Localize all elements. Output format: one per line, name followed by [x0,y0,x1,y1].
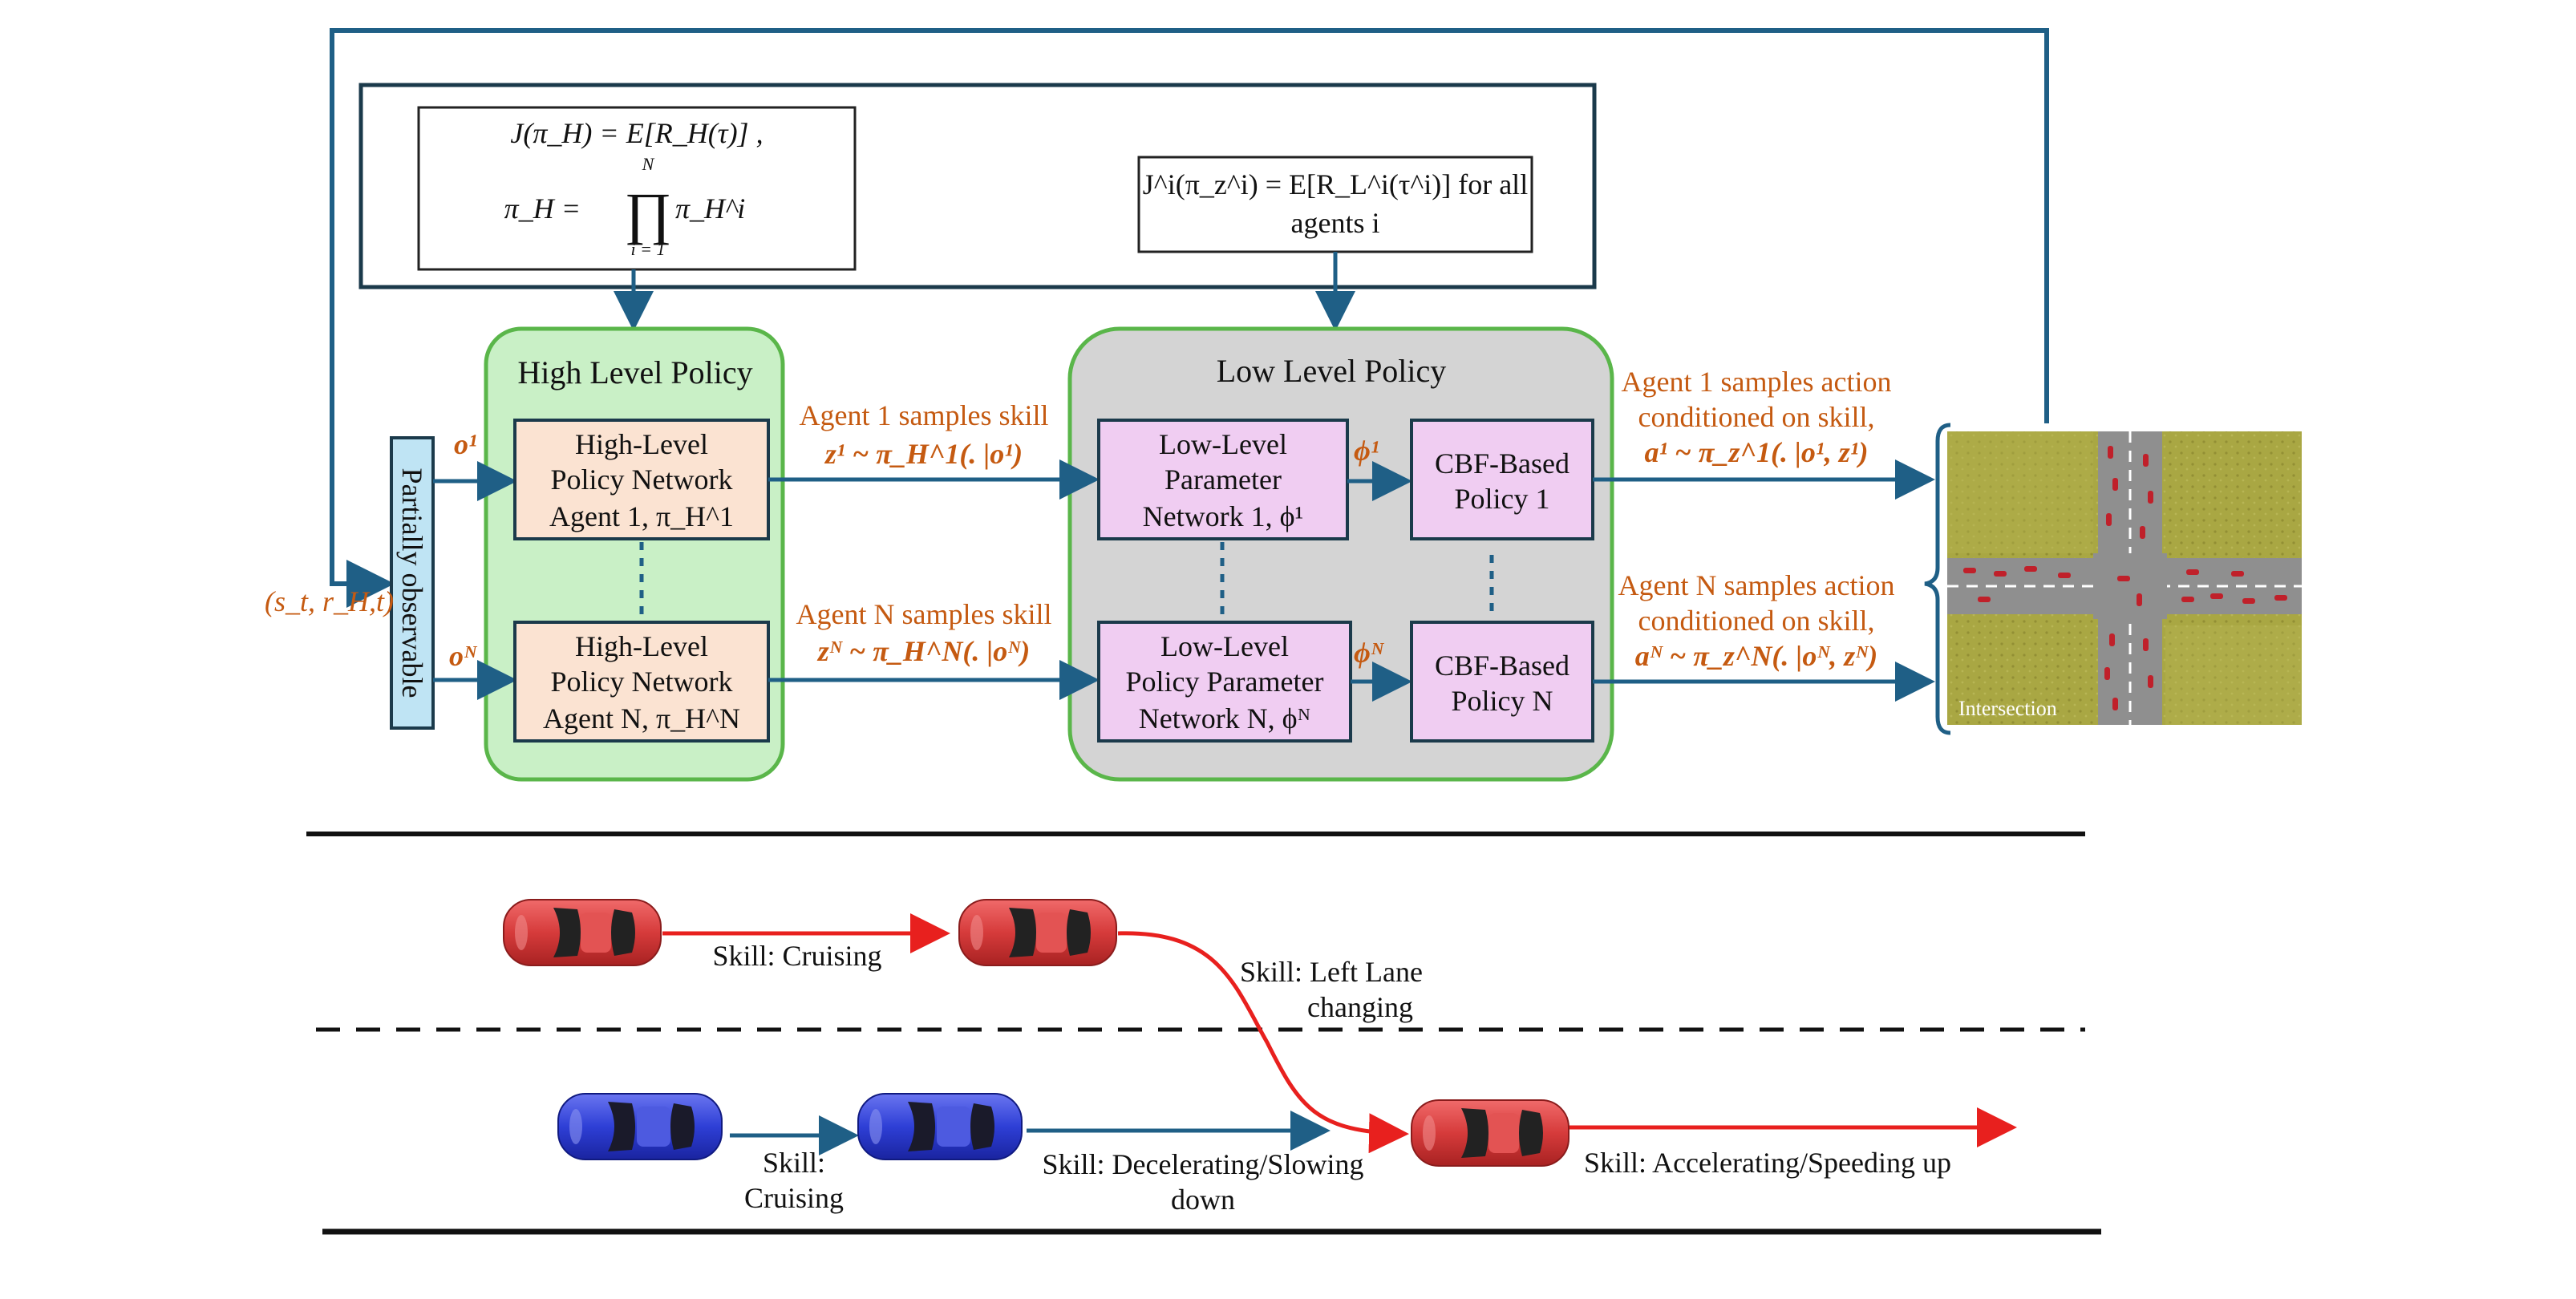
ll-netN-line2: Policy Parameter [1126,666,1324,698]
intersection-environment: Intersection [1947,431,2302,725]
ll-netN-line3: Network N, ϕᴺ [1139,702,1311,734]
skill-cruising-blue-line1: Skill: [763,1147,825,1179]
low-level-parameter-network-1: Low-Level Parameter Network 1, ϕ¹ [1097,419,1349,540]
low-objective-line2: agents i [1291,207,1380,239]
ll-net1-line3: Network 1, ϕ¹ [1143,500,1304,532]
cbf-policy-1: CBF-Based Policy 1 [1410,419,1594,540]
hl-netN-line2: Policy Network [551,666,733,698]
state-reward-label: (s_t, r_H,t) [265,585,394,617]
hl-netN-line3: Agent N, π_H^N [543,702,740,734]
hl-net1-line3: Agent 1, π_H^1 [549,500,734,532]
ll-netN-line1: Low-Level [1160,630,1289,662]
ll-net1-line2: Parameter [1164,463,1282,496]
skill-left-lane-line2: changing [1307,991,1413,1023]
low-objective-line1: J^i(π_z^i) = E[R_L^i(τ^i)] for all [1143,168,1528,200]
red-path-lane-change [1117,931,1409,1154]
high-objective-product: ∏ [624,181,671,245]
cbf1-line2: Policy 1 [1454,483,1549,515]
action-brace [1924,423,1951,735]
partially-observable-box [390,436,435,730]
partially-observable-label: Partially observable [396,468,428,698]
skill-cruising-red: Skill: Cruising [712,940,881,972]
action-agentN-line3: aᴺ ~ π_z^N(. |oᴺ, zᴺ) [1635,640,1877,672]
red-car-end [1411,1099,1569,1167]
skill-cruising-blue-line2: Cruising [744,1182,844,1214]
action-agent1-line1: Agent 1 samples action [1622,366,1892,398]
low-level-objective-box: J^i(π_z^i) = E[R_L^i(τ^i)] for all agent… [1137,156,1533,253]
skill-decelerating-line2: down [1171,1184,1235,1216]
red-car-middle [958,899,1117,966]
hl-netN-line1: High-Level [575,630,708,662]
cbfN-line2: Policy N [1451,685,1553,717]
action-agentN-line1: Agent N samples action [1618,569,1895,601]
low-level-policy-title: Low Level Policy [1217,353,1447,389]
high-objective-line1: J(π_H) = E[R_H(τ)] , [510,117,763,149]
high-objective-bottom: i = 1 [631,239,666,259]
phiN-label: ϕᴺ [1354,637,1385,669]
high-level-network-agent-n: High-Level Policy Network Agent N, π_H^N [513,621,770,743]
blue-car-start [557,1093,723,1160]
skill-accelerating: Skill: Accelerating/Speeding up [1584,1147,1951,1179]
high-objective-rhs: π_H^i [675,192,745,225]
action-agent1-line2: conditioned on skill, [1638,401,1875,433]
red-car-start [503,899,662,966]
cbf1-line1: CBF-Based [1435,447,1569,480]
low-level-parameter-network-n: Low-Level Policy Parameter Network N, ϕᴺ [1097,621,1352,743]
high-objective-top: N [642,154,655,174]
action-agentN-line2: conditioned on skill, [1638,605,1875,637]
feedback-loop-line [330,28,2049,608]
hl-net1-line2: Policy Network [551,463,733,496]
high-level-objective-box: J(π_H) = E[R_H(τ)] , π_H = N ∏ i = 1 π_H… [417,106,857,271]
cbf-policy-n: CBF-Based Policy N [1410,621,1594,743]
skill-agent1-line2: z¹ ~ π_H^1(. |o¹) [824,438,1023,470]
high-level-policy-title: High Level Policy [517,354,752,391]
skill-left-lane-line1: Skill: Left Lane [1240,956,1423,988]
obs-o1-label: o¹ [454,428,477,460]
phi1-label: ϕ¹ [1354,435,1379,467]
obs-oN-label: oᴺ [449,640,478,672]
action-agent1-line3: a¹ ~ π_z^1(. |o¹, z¹) [1645,436,1869,468]
cbfN-line1: CBF-Based [1435,650,1569,682]
skill-agentN-line1: Agent N samples skill [796,598,1052,630]
intersection-label: Intersection [1958,697,2057,720]
skill-agent1-line1: Agent 1 samples skill [800,399,1049,431]
high-level-network-agent-1: High-Level Policy Network Agent 1, π_H^1 [513,419,770,540]
ll-net1-line1: Low-Level [1159,428,1287,460]
skill-agentN-line2: zᴺ ~ π_H^N(. |oᴺ) [816,635,1031,667]
high-objective-lhs: π_H = [504,192,581,225]
skill-decelerating-line1: Skill: Decelerating/Slowing [1043,1148,1364,1180]
blue-car-end [857,1093,1023,1160]
hl-net1-line1: High-Level [575,428,708,460]
